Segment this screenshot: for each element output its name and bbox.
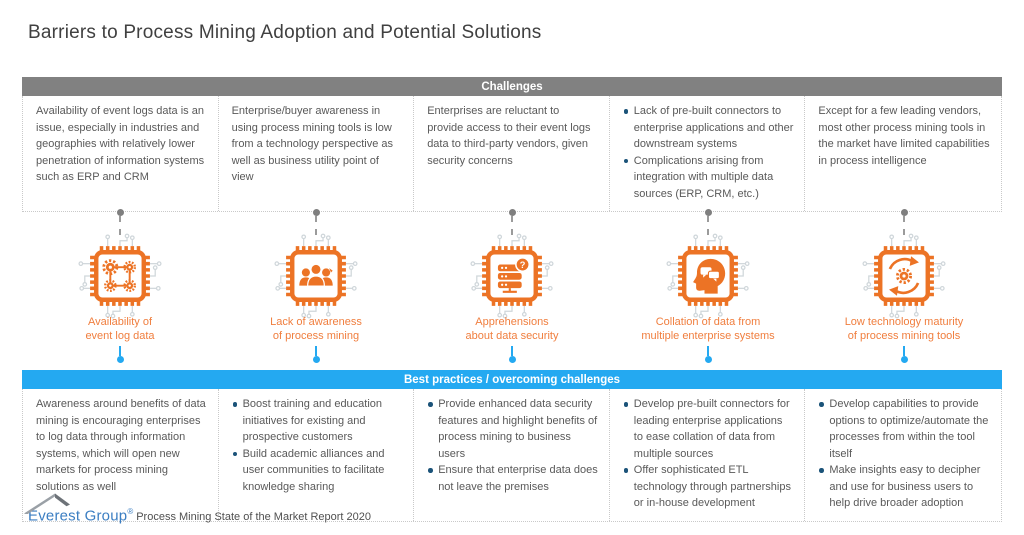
best-practice-bullet: Provide enhanced data security features …: [427, 396, 598, 462]
best-practices-header-bar: Best practices / overcoming challenges: [22, 370, 1002, 389]
connector-dash-gray: [707, 216, 709, 235]
challenge-text: Except for a few leading vendors, most o…: [818, 105, 990, 167]
best-practice-text: Awareness around benefits of data mining…: [36, 398, 206, 493]
best-practice-col-3: Provide enhanced data security features …: [414, 389, 610, 521]
connector-dot-blue: [508, 355, 516, 363]
best-practices-header-label: Best practices / overcoming challenges: [403, 373, 621, 386]
challenge-text: Enterprises are reluctant to provide acc…: [427, 105, 591, 167]
barrier-label: Low technology maturity of process minin…: [844, 316, 964, 343]
challenges-header-label: Challenges: [481, 80, 543, 93]
connector-dot-blue: [704, 355, 712, 363]
connector-dash-blue: [315, 345, 317, 356]
connector-dot-blue: [116, 355, 124, 363]
barrier-icon-row: Availability of event log data: [22, 209, 1002, 370]
challenge-col-3: Enterprises are reluctant to provide acc…: [414, 96, 610, 211]
brand-name: Everest Group: [28, 507, 128, 525]
everest-group-logo: Everest Group®: [24, 492, 134, 525]
best-practice-bullet: Boost training and education initiatives…: [232, 396, 403, 446]
best-practice-bullet: Offer sophisticated ETL technology throu…: [623, 462, 794, 512]
barrier-maturity: Low technology maturity of process minin…: [806, 209, 1002, 370]
best-practice-col-4: Develop pre-built connectors for leading…: [610, 389, 806, 521]
connector-dash-gray: [511, 216, 513, 235]
head-data-chip-icon: [664, 232, 752, 320]
challenge-bullet: Lack of pre-built connectors to enterpri…: [623, 103, 793, 153]
connector-dash-blue: [707, 345, 709, 356]
best-practice-bullet: Build academic alliances and user commun…: [232, 446, 403, 496]
connector-dot-gray: [508, 209, 516, 216]
connector-dash-blue: [903, 345, 905, 356]
footer: Everest Group® Process Mining State of t…: [24, 492, 372, 525]
best-practice-bullet: Ensure that enterprise data does not lea…: [427, 462, 598, 495]
connector-dot-gray: [704, 209, 712, 216]
challenge-col-4: Lack of pre-built connectors to enterpri…: [610, 96, 806, 211]
diagram-board: Challenges Availability of event logs da…: [22, 77, 1002, 522]
challenge-col-5: Except for a few leading vendors, most o…: [805, 96, 1001, 211]
barrier-awareness: Lack of awareness of process mining: [218, 209, 414, 370]
barrier-label: Collation of data from multiple enterpri…: [641, 316, 775, 343]
best-practice-col-2: Boost training and education initiatives…: [219, 389, 415, 521]
barrier-label: Lack of awareness of process mining: [270, 316, 362, 343]
challenge-text: Availability of event logs data is an is…: [36, 105, 205, 183]
barrier-label: Availability of event log data: [85, 316, 155, 343]
barrier-security: ? Apprehensions about data security: [414, 209, 610, 370]
best-practice-bullet: Make insights easy to decipher and use f…: [818, 462, 990, 512]
best-practice-col-5: Develop capabilities to provide options …: [805, 389, 1001, 521]
connector-dot-blue: [312, 355, 320, 363]
connector-dash-blue: [119, 345, 121, 356]
best-practice-bullet: Develop capabilities to provide options …: [818, 396, 990, 462]
connector-dash-gray: [903, 216, 905, 235]
connector-dot-gray: [116, 209, 124, 216]
connector-dot-blue: [900, 355, 908, 363]
registered-mark: ®: [127, 507, 134, 516]
people-group-chip-icon: [272, 232, 360, 320]
best-practice-bullet: Develop pre-built connectors for leading…: [623, 396, 794, 462]
challenge-text: Enterprise/buyer awareness in using proc…: [231, 105, 394, 183]
barrier-label: Apprehensions about data security: [465, 316, 559, 343]
challenges-header-bar: Challenges: [22, 77, 1002, 96]
best-practice-bullet-list: Develop pre-built connectors for leading…: [623, 396, 794, 512]
connector-dash-gray: [119, 216, 121, 235]
best-practice-col-1: Awareness around benefits of data mining…: [23, 389, 219, 521]
challenges-row: Availability of event logs data is an is…: [22, 96, 1002, 212]
barrier-collation: Collation of data from multiple enterpri…: [610, 209, 806, 370]
report-title: Process Mining State of the Market Repor…: [136, 511, 372, 524]
connector-dash-blue: [511, 345, 513, 356]
challenge-bullet-list: Lack of pre-built connectors to enterpri…: [623, 103, 794, 203]
mountain-peak-icon: [24, 493, 70, 514]
connector-dash-gray: [315, 216, 317, 235]
challenge-col-2: Enterprise/buyer awareness in using proc…: [219, 96, 415, 211]
server-security-chip-icon: ?: [468, 232, 556, 320]
best-practice-bullet-list: Boost training and education initiatives…: [232, 396, 403, 495]
svg-text:?: ?: [520, 260, 526, 270]
page-title: Barriers to Process Mining Adoption and …: [28, 22, 542, 43]
challenge-bullet: Complications arising from integration w…: [623, 153, 794, 203]
gear-cycle-chip-icon: [860, 232, 948, 320]
connector-dot-gray: [900, 209, 908, 216]
barrier-availability: Availability of event log data: [22, 209, 218, 370]
best-practice-bullet-list: Develop capabilities to provide options …: [818, 396, 990, 512]
challenge-col-1: Availability of event logs data is an is…: [23, 96, 219, 211]
workflow-gears-chip-icon: [76, 232, 164, 320]
best-practice-bullet-list: Provide enhanced data security features …: [427, 396, 598, 495]
connector-dot-gray: [312, 209, 320, 216]
best-practices-row: Awareness around benefits of data mining…: [22, 389, 1002, 522]
